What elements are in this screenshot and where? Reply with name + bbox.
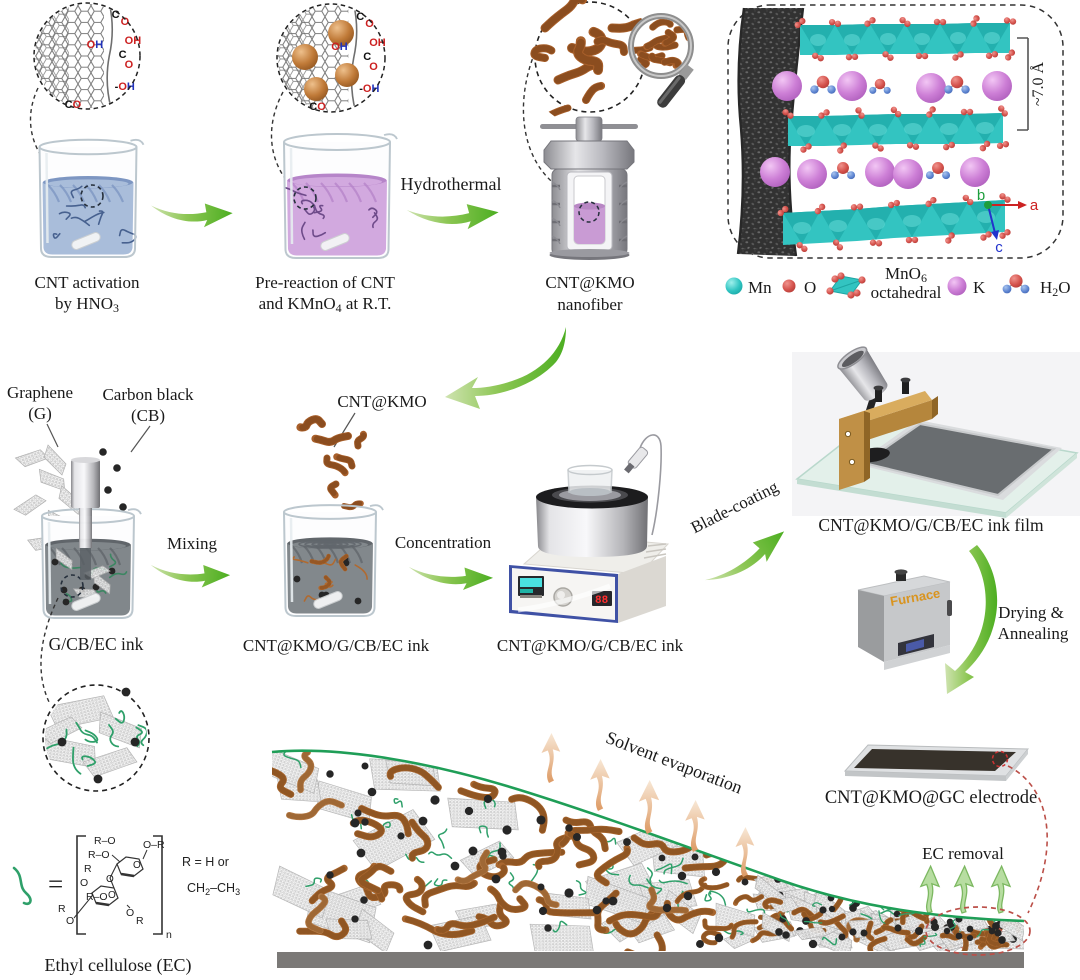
svg-text:OH: OH [87,39,104,51]
svg-text:H2O: H2O [1040,278,1071,299]
svg-text:C: C [112,9,120,21]
svg-text:Ethyl cellulose (EC): Ethyl cellulose (EC) [45,955,192,976]
svg-text:O: O [369,61,378,73]
svg-text:CNT activation: CNT activation [35,273,140,292]
svg-text:by HNO3: by HNO3 [55,294,119,315]
svg-text:Pre-reaction of CNT: Pre-reaction of CNT [255,273,395,292]
svg-text:-OH: -OH [359,83,379,95]
svg-text:K: K [973,278,986,297]
svg-text:Concentration: Concentration [395,533,492,552]
svg-text:=: = [48,869,63,899]
svg-text:-OH: -OH [115,81,135,93]
svg-text:R: R [136,915,144,927]
svg-text:R–O: R–O [86,891,108,903]
svg-text:O: O [133,860,141,871]
svg-text:(G): (G) [28,404,52,423]
svg-text:R: R [84,863,92,875]
svg-text:CH2–CH3: CH2–CH3 [187,881,240,897]
svg-text:O: O [121,16,130,28]
svg-text:C: C [356,11,364,23]
svg-text:MnO6: MnO6 [885,264,927,285]
svg-text:O–R: O–R [143,839,165,851]
svg-text:CNT@KMO/G/CB/EC ink: CNT@KMO/G/CB/EC ink [497,636,684,655]
svg-text:R: R [58,903,66,915]
svg-text:EC removal: EC removal [922,844,1004,863]
svg-text:R = H or: R = H or [182,855,229,869]
svg-text:octahedral: octahedral [871,283,942,302]
svg-text:CO: CO [309,101,326,113]
svg-text:and KMnO4 at R.T.: and KMnO4 at R.T. [259,294,392,315]
svg-text:b: b [977,187,985,204]
svg-text:Mn: Mn [748,278,772,297]
svg-text:O: O [126,907,134,919]
svg-text:O: O [804,278,816,297]
svg-text:O: O [125,59,134,71]
svg-text:OH: OH [331,41,348,53]
svg-text:C: C [363,51,371,63]
svg-text:a: a [1030,197,1039,214]
svg-text:nanofiber: nanofiber [557,295,622,314]
svg-text:Mixing: Mixing [167,534,218,553]
svg-text:(CB): (CB) [131,406,165,425]
svg-text:G/CB/EC ink: G/CB/EC ink [49,634,144,654]
svg-text:C: C [119,49,127,61]
svg-text:Annealing: Annealing [998,624,1069,643]
svg-text:c: c [995,239,1003,256]
svg-text:CNT@KMO/G/CB/EC ink film: CNT@KMO/G/CB/EC ink film [818,515,1044,535]
svg-text:Graphene: Graphene [7,383,73,402]
svg-text:O: O [80,877,88,889]
svg-text:O: O [106,874,114,885]
svg-text:CNT@KMO@GC electrode: CNT@KMO@GC electrode [825,788,1037,808]
svg-text:n: n [166,929,172,941]
svg-text:R–O: R–O [94,835,116,847]
svg-text:Carbon black: Carbon black [102,385,194,404]
svg-text:CO: CO [65,99,82,111]
svg-text:O: O [365,18,374,30]
svg-text:O: O [66,915,74,927]
svg-text:88: 88 [595,595,609,607]
svg-text:O: O [108,890,116,901]
svg-text:~7.0 Å: ~7.0 Å [1029,61,1047,106]
svg-text:R–O: R–O [88,849,110,861]
svg-text:Drying &: Drying & [998,603,1064,622]
svg-text:CNT@KMO/G/CB/EC ink: CNT@KMO/G/CB/EC ink [243,636,430,655]
svg-text:CNT@KMO: CNT@KMO [545,273,634,292]
svg-text:CNT@KMO: CNT@KMO [337,392,426,411]
svg-text:Hydrothermal: Hydrothermal [401,174,502,194]
